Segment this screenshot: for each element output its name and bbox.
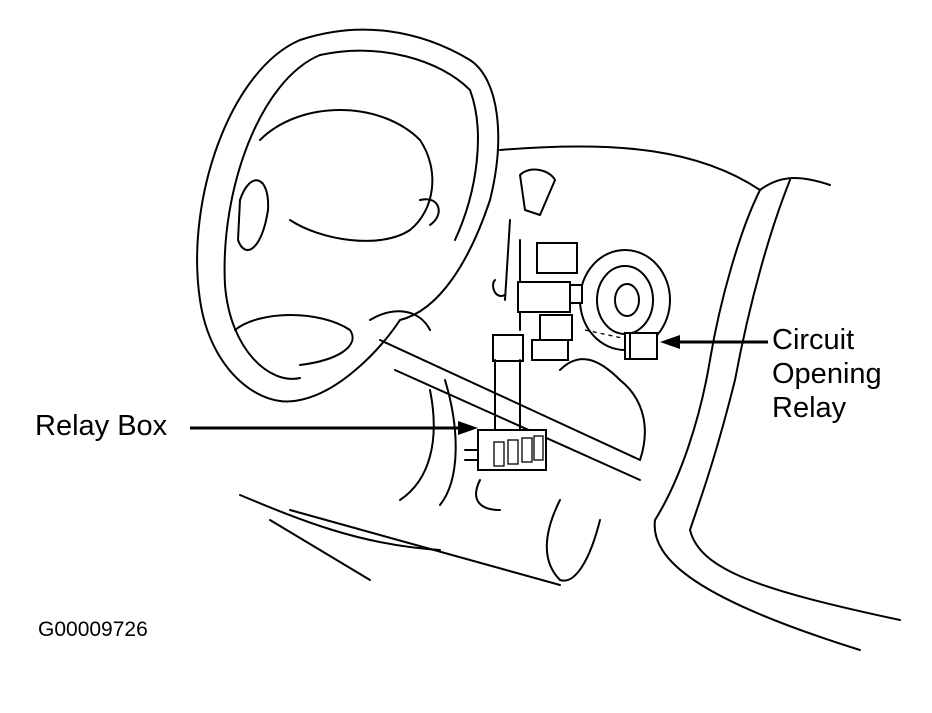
relay-box [464,429,547,471]
relay-stack [492,168,583,441]
circuit-opening-relay-label-line2: Opening [772,358,882,390]
dashboard-lines [239,145,901,651]
circuit-opening-relay-label-line3: Relay [772,392,847,424]
circuit-opening-relay-label-line1: Circuit [772,324,855,356]
circuit-opening-relay [584,329,658,360]
figure-id: G00009726 [38,618,148,641]
relay-box-arrow [190,421,478,435]
relay-box-label: Relay Box [35,410,168,442]
circuit-opening-relay-arrow [660,335,768,349]
steering-wheel [196,28,500,403]
